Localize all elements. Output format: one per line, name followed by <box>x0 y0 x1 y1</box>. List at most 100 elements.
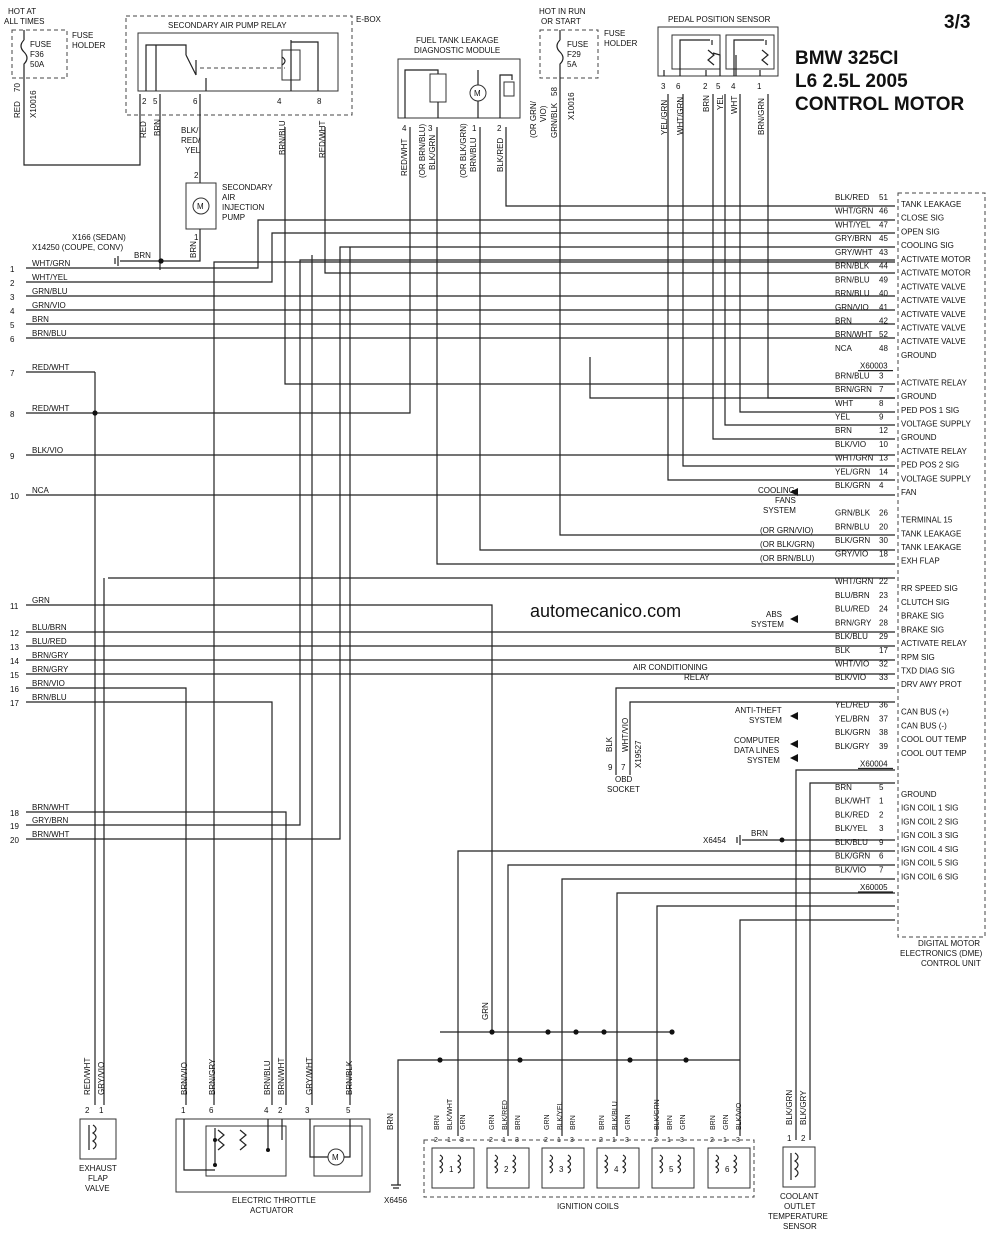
left-wire-color: NCA <box>32 486 50 495</box>
relay-wire-yel: YEL <box>185 146 201 155</box>
dme-row-wire: WHT/GRN <box>835 577 873 586</box>
ignition-coil-wire: BLK/YEL <box>557 1101 564 1130</box>
ground-symbol <box>114 256 119 266</box>
ground-x6456-wire: BRN <box>386 1113 395 1130</box>
splice <box>92 410 98 416</box>
wire <box>667 94 895 481</box>
ignition-coil-wire: BRN <box>710 1115 717 1130</box>
pps-wire-wht-grn: WHT/GRN <box>676 97 685 135</box>
dme-row-pin: 7 <box>879 385 884 394</box>
splice <box>489 1029 495 1035</box>
eta-motor-symbol: M <box>332 1153 339 1162</box>
left-wire-number: 13 <box>10 643 19 652</box>
cooling-fans-label-2: FANS <box>775 496 796 505</box>
pump-motor-symbol: M <box>197 202 204 211</box>
dme-row-pin: 6 <box>879 852 884 861</box>
dme-row-function: IGN COIL 1 SIG <box>901 804 959 813</box>
pps-pin-5: 5 <box>716 82 721 91</box>
fuse-f29-id: F29 <box>567 50 581 59</box>
ftl-module-label: FUEL TANK LEAKAGE <box>416 36 499 45</box>
splice <box>627 1057 633 1063</box>
wire <box>682 94 895 467</box>
dme-row-wire: GRN/VIO <box>835 303 869 312</box>
dme-row-function: DRV AWY PROT <box>901 680 962 689</box>
pps-pin-2: 2 <box>703 82 708 91</box>
obd-wiring <box>615 687 895 775</box>
dme-row-wire: NCA <box>835 344 853 353</box>
dme-row-wire: BLK/GRN <box>835 481 870 490</box>
ftl-module-label-2: DIAGNOSTIC MODULE <box>414 46 500 55</box>
dme-row-wire: BRN/BLU <box>835 371 870 380</box>
eta-internal-wiring <box>183 1119 351 1171</box>
signal-arrows <box>790 488 798 762</box>
wire <box>95 219 895 269</box>
ects-pin-2: 2 <box>801 1134 806 1143</box>
dme-row-wire: GRY/BRN <box>835 234 872 243</box>
eta-pin-1: 1 <box>181 1106 186 1115</box>
ftl-wire-red-wht: RED/WHT <box>400 139 409 176</box>
pump-label-2: AIR <box>222 193 236 202</box>
left-wire-color: BRN <box>32 315 49 324</box>
fuse-f29-symbol <box>556 30 564 78</box>
dme-row-pin: 39 <box>879 742 888 751</box>
dme-row-function: PED POS 1 SIG <box>901 406 959 415</box>
ebox-label: E-BOX <box>356 15 382 24</box>
dme-row-pin: 4 <box>879 481 884 490</box>
ftl-coil <box>429 73 447 103</box>
left-wire-number: 5 <box>10 321 15 330</box>
dme-row-pin: 38 <box>879 728 888 737</box>
ground-x6456-symbol <box>391 1184 401 1189</box>
ects-label-3: TEMPERATURE <box>768 1212 828 1221</box>
title-line-3: CONTROL MOTOR <box>795 94 965 115</box>
dme-row-wire: WHT <box>835 399 853 408</box>
ignition-coil-wire: BRN <box>434 1115 441 1130</box>
dme-row-wire: YEL/BRN <box>835 714 869 723</box>
dme-row-function: IGN COIL 6 SIG <box>901 872 959 881</box>
wire <box>559 78 895 536</box>
abs-label-2: SYSTEM <box>751 620 784 629</box>
dme-row-function: ACTIVATE VALVE <box>901 323 966 332</box>
dme-row-wire: BRN/BLU <box>835 275 870 284</box>
ftl-wire-blk-grn: BLK/GRN <box>428 135 437 170</box>
relay-pin-8: 8 <box>317 97 322 106</box>
fuse-holder2-label-2: HOLDER <box>604 39 638 48</box>
left-wire-color: RED/WHT <box>32 363 69 372</box>
pin-70: 70 <box>13 83 22 92</box>
ignition-coil-wire: BRN <box>667 1115 674 1130</box>
ignition-coil-wire: GRN <box>680 1114 687 1130</box>
left-wire-number: 11 <box>10 602 19 611</box>
fuse-f36-id: F36 <box>30 50 44 59</box>
ignition-coil-wire: BRN <box>599 1115 606 1130</box>
splice <box>158 258 164 264</box>
f29-pin-58: 58 <box>550 87 559 96</box>
ftl-pin-1: 1 <box>472 124 477 133</box>
ignition-coil-wire: BLK/VIO <box>736 1102 743 1130</box>
dme-row-function: BRAKE SIG <box>901 612 944 621</box>
ignition-coils-label: IGNITION COILS <box>557 1202 619 1211</box>
dme-row-pin: 10 <box>879 440 888 449</box>
wire-routes <box>92 78 895 1185</box>
dme-row-pin: 33 <box>879 673 888 682</box>
pps-pin-6: 6 <box>676 82 681 91</box>
wire-pump-ground <box>120 229 201 262</box>
ignition-coil-number: 5 <box>669 1165 674 1174</box>
obd-pin-7: 7 <box>621 763 626 772</box>
splice <box>573 1029 579 1035</box>
ignition-coil <box>431 1147 475 1189</box>
eta-wire-gry-wht: GRY/WHT <box>305 1057 314 1095</box>
secondary-air-pump-relay-label: SECONDARY AIR PUMP RELAY <box>168 21 287 30</box>
watermark: automecanico.com <box>530 601 681 621</box>
f29-wire-vio: VIO) <box>539 105 548 122</box>
left-wire-number: 9 <box>10 452 15 461</box>
fuse-holder-f29 <box>539 29 599 79</box>
dme-control-unit-outline <box>897 192 986 938</box>
dme-row-wire: GRY/WHT <box>835 248 873 257</box>
ground-x6454: X6454 <box>703 836 727 845</box>
dme-row-function: GROUND <box>901 392 937 401</box>
flap-pin-1: 1 <box>99 1106 104 1115</box>
dme-row-wire: BLK/BLU <box>835 632 868 641</box>
ignition-coil <box>486 1147 530 1189</box>
dme-row-pin: 9 <box>879 413 884 422</box>
ignition-coil-wire: BLK/BLU <box>612 1101 619 1130</box>
